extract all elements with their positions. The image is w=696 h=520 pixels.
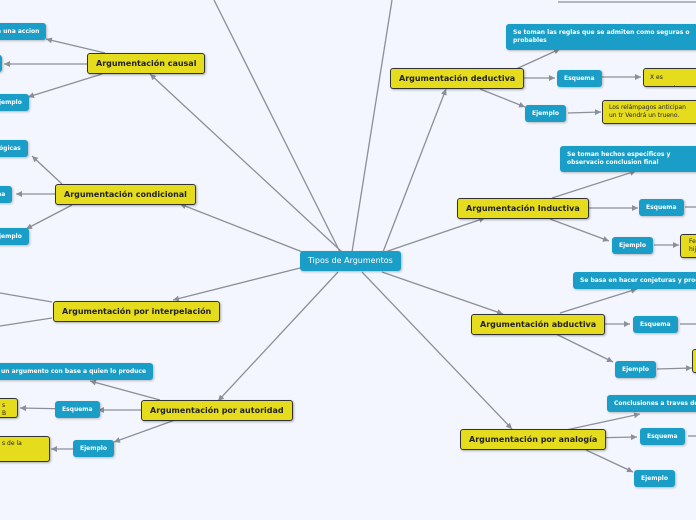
autoridad-ejemplo-leaf[interactable]: s de la [0, 436, 50, 462]
branch-argumentacion-inductiva[interactable]: Argumentación Inductiva [457, 198, 589, 219]
branch-argumentacion-analogia[interactable]: Argumentación por analogía [460, 429, 607, 450]
branch-argumentacion-deductiva[interactable]: Argumentación deductiva [390, 68, 525, 89]
deductiva-ejemplo-leaf[interactable]: Los relámpagos anticipan un tr Vendrá un… [602, 100, 696, 124]
branch-argumentacion-condicional[interactable]: Argumentación condicional [55, 184, 196, 205]
condicional-definition[interactable]: lógicas [0, 140, 28, 157]
autoridad-esquema-leaf[interactable]: s B [0, 398, 18, 418]
abductiva-definition[interactable]: Se basa en hacer conjeturas y prodic [573, 272, 696, 289]
analogia-definition[interactable]: Conclusiones a traves de [607, 395, 696, 412]
deductiva-ejemplo[interactable]: Ejemplo [525, 105, 566, 122]
abductiva-ejemplo[interactable]: Ejemplo [615, 361, 656, 378]
causal-esquema[interactable] [0, 55, 2, 72]
branch-argumentacion-abductiva[interactable]: Argumentación abductiva [471, 314, 606, 335]
causal-ejemplo[interactable]: jemplo [0, 94, 29, 111]
inductiva-ejemplo-leaf[interactable]: Fel hij [680, 234, 696, 258]
branch-argumentacion-causal[interactable]: Argumentación causal [87, 53, 206, 74]
deductiva-definition[interactable]: Se toman las reglas que se admiten como … [506, 24, 696, 50]
analogia-esquema[interactable]: Esquema [640, 428, 685, 445]
condicional-esquema[interactable]: na [0, 186, 13, 203]
condicional-ejemplo[interactable]: jemplo [0, 228, 29, 245]
autoridad-esquema[interactable]: Esquema [55, 401, 100, 418]
deductiva-esquema[interactable]: Esquema [557, 70, 602, 87]
central-topic[interactable]: Tipos de Argumentos [300, 251, 401, 271]
inductiva-definition[interactable]: Se toman hechos especificos y observacio… [560, 146, 696, 172]
inductiva-esquema[interactable]: Esquema [639, 199, 684, 216]
abductiva-esquema[interactable]: Esquema [633, 316, 678, 333]
causal-definition[interactable]: e una accion [0, 23, 47, 40]
autoridad-definition[interactable]: un argumento con base a quien lo produce [0, 363, 154, 380]
analogia-ejemplo[interactable]: Ejemplo [634, 470, 675, 487]
autoridad-ejemplo[interactable]: Ejemplo [73, 440, 114, 457]
abductiva-ejemplo-leaf[interactable] [692, 349, 696, 373]
branch-argumentacion-autoridad[interactable]: Argumentación por autoridad [141, 400, 293, 421]
branch-argumentacion-interpelacion[interactable]: Argumentación por interpelación [53, 301, 221, 322]
deductiva-esquema-leaf[interactable]: X es necesariam [643, 68, 696, 87]
inductiva-ejemplo[interactable]: Ejemplo [612, 237, 653, 254]
